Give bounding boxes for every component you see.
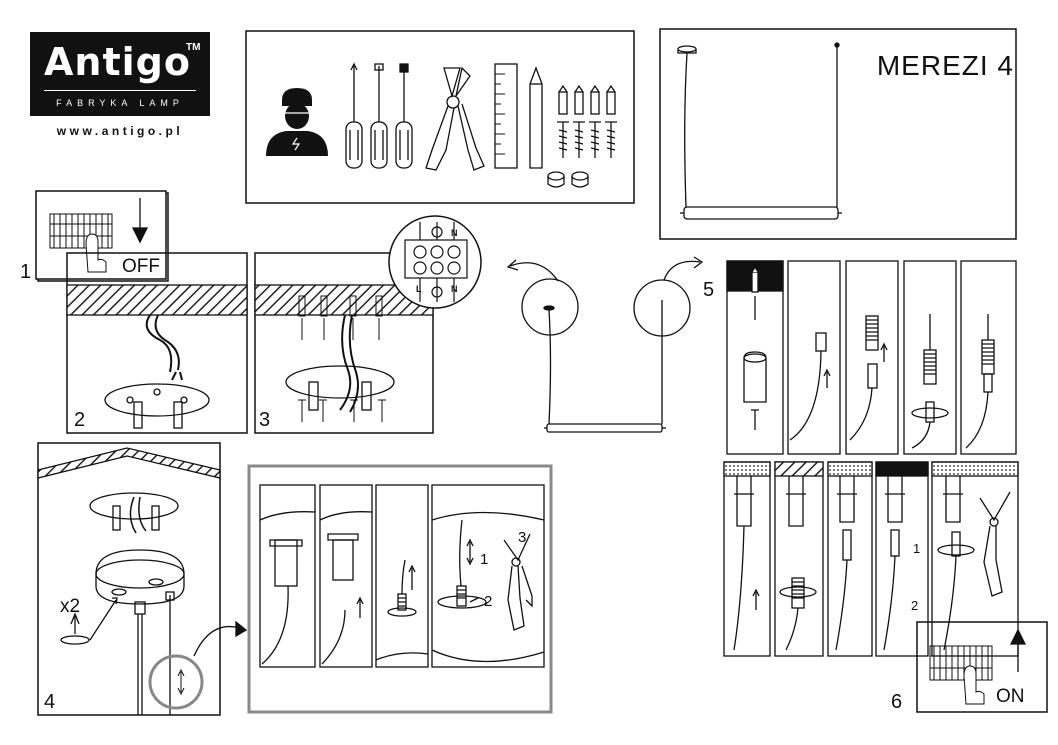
brand-name: Antigo bbox=[44, 40, 191, 84]
substep-1-label: 1 bbox=[480, 551, 488, 568]
step-2-number: 2 bbox=[74, 409, 85, 431]
brand-url: www.antigo.pl bbox=[56, 124, 184, 138]
step-3-number: 3 bbox=[259, 409, 270, 431]
terminal-n-bottom-label: N bbox=[451, 284, 458, 294]
product-lamp-drawing bbox=[677, 42, 842, 220]
brand-tagline: FABRYKA LAMP bbox=[56, 98, 184, 108]
row2-substep-2-label: 2 bbox=[911, 598, 918, 613]
pencil-icon bbox=[529, 66, 543, 169]
pliers-icon bbox=[503, 533, 533, 631]
switch-on-label: ON bbox=[996, 686, 1025, 707]
zoom-panel bbox=[247, 464, 553, 714]
tools-panel bbox=[245, 30, 635, 204]
step-1-number: 1 bbox=[20, 261, 31, 283]
step-2-panel bbox=[66, 252, 248, 434]
power-switch-on-panel bbox=[916, 621, 1048, 713]
step-5-panels bbox=[726, 260, 1017, 455]
terminal-l-label: L bbox=[416, 284, 422, 294]
brand-tm: TM bbox=[186, 42, 201, 53]
terminal-n-top-label: N bbox=[451, 228, 458, 238]
step-6-number: 6 bbox=[891, 691, 902, 713]
wall-plug-icon bbox=[298, 295, 383, 340]
step-4-number: 4 bbox=[44, 691, 55, 713]
step-5-number: 5 bbox=[703, 279, 714, 301]
brand-logo: Antigo TM FABRYKA LAMP bbox=[30, 32, 210, 116]
screw-icon bbox=[557, 121, 617, 158]
step-5-row-2 bbox=[723, 461, 1019, 657]
step-3-panel bbox=[254, 252, 434, 434]
pliers-icon bbox=[425, 66, 485, 171]
step-4-panel bbox=[37, 442, 221, 716]
washer-icon bbox=[547, 171, 589, 188]
switch-off-label: OFF bbox=[122, 256, 160, 277]
substep-3-label: 3 bbox=[518, 529, 526, 546]
arrow-icon bbox=[131, 198, 149, 244]
x2-label: x2 bbox=[60, 596, 80, 617]
wall-plug-icon bbox=[558, 84, 616, 115]
product-model-title: MEREZI 4 bbox=[876, 50, 1014, 81]
screw-icon bbox=[298, 399, 386, 422]
electrician-icon bbox=[266, 88, 328, 156]
power-switch-icon bbox=[929, 645, 993, 705]
arrow-icon bbox=[1009, 628, 1027, 672]
substep-2-label: 2 bbox=[484, 593, 492, 610]
row2-substep-1-label: 1 bbox=[913, 541, 920, 556]
product-panel bbox=[659, 28, 1017, 240]
ruler-icon bbox=[494, 63, 518, 169]
screwdriver-icon bbox=[345, 62, 413, 169]
